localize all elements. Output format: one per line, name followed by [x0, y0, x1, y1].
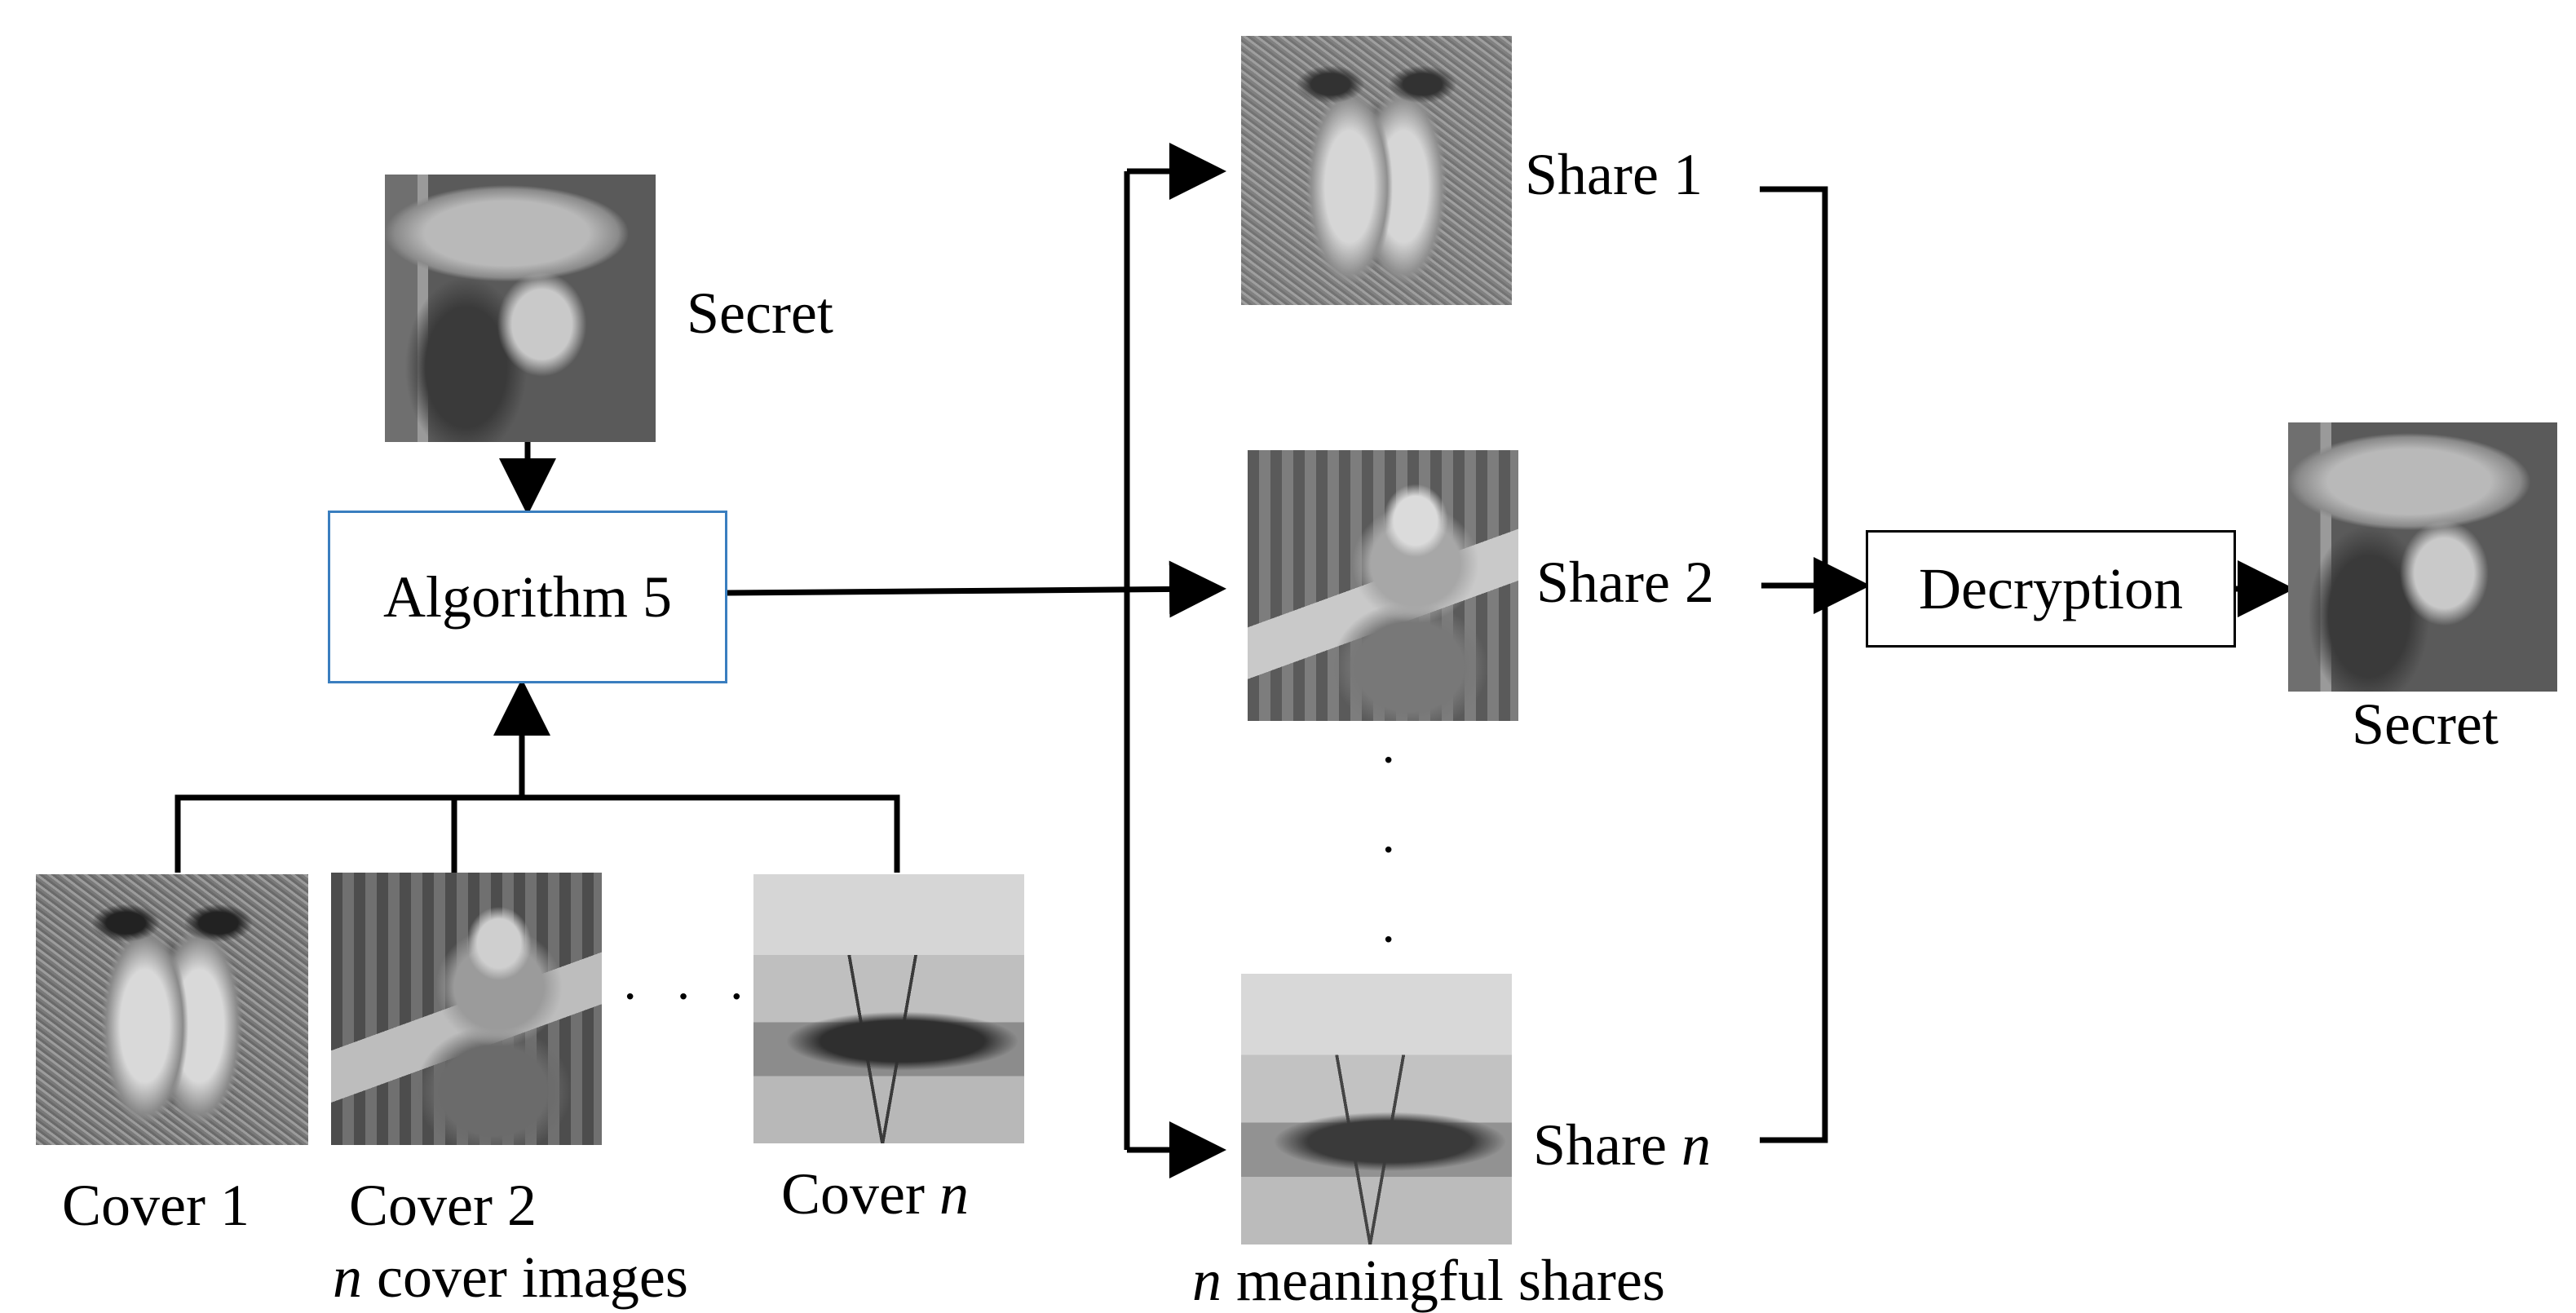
cover-ellipsis: · · · [621, 967, 757, 1025]
algorithm-label: Algorithm 5 [383, 564, 672, 630]
cover-1-number: 1 [219, 1173, 250, 1238]
share-2-number: 2 [1684, 550, 1714, 615]
cover-image-1 [36, 874, 308, 1145]
cover-image-2 [331, 873, 602, 1145]
cover-n-prefix: Cover [781, 1161, 939, 1227]
share-1-label: Share 1 [1525, 145, 1703, 204]
share-image-2 [1248, 450, 1518, 721]
secret-image [385, 175, 656, 442]
share-n-prefix: Share [1533, 1112, 1681, 1178]
share-dot-1: · [1380, 731, 1398, 789]
algorithm-box: Algorithm 5 [328, 511, 727, 683]
share-image-1 [1241, 36, 1512, 305]
decryption-box: Decryption [1866, 530, 2236, 648]
share-1-prefix: Share [1525, 142, 1673, 207]
decryption-label: Decryption [1919, 555, 2183, 621]
cover-1-label: Cover 1 [62, 1176, 250, 1235]
cover-group-variable: n [333, 1244, 362, 1310]
share-dot-2: · [1380, 820, 1398, 878]
share-1-number: 1 [1672, 142, 1703, 207]
share-collector [1760, 186, 1828, 1143]
recovered-secret-image [2288, 422, 2557, 692]
share-2-label: Share 2 [1536, 553, 1714, 612]
share-group-label: n meaningful shares [1192, 1251, 1665, 1310]
cover-bus [175, 794, 900, 873]
cover-2-number: 2 [506, 1173, 537, 1238]
cover-image-n [753, 874, 1024, 1143]
cover-group-label: n cover images [333, 1248, 688, 1306]
share-group-variable: n [1192, 1248, 1222, 1313]
cover-2-prefix: Cover [349, 1173, 507, 1238]
share-image-n [1241, 974, 1512, 1244]
recovered-secret-label: Secret [2352, 692, 2499, 757]
share-dot-3: · [1380, 910, 1398, 968]
share-n-label: Share n [1533, 1116, 1711, 1174]
cover-n-variable: n [939, 1161, 969, 1227]
cover-2-label: Cover 2 [349, 1176, 537, 1235]
cover-group-text: cover images [362, 1244, 688, 1310]
arrow-algorithm-to-share2 [727, 560, 1226, 618]
share-2-prefix: Share [1536, 550, 1685, 615]
secret-input-label: Secret [687, 281, 833, 346]
cover-n-label: Cover n [781, 1165, 969, 1223]
share-group-text: meaningful shares [1222, 1248, 1665, 1313]
cover-1-prefix: Cover [62, 1173, 220, 1238]
share-n-variable: n [1681, 1112, 1711, 1178]
